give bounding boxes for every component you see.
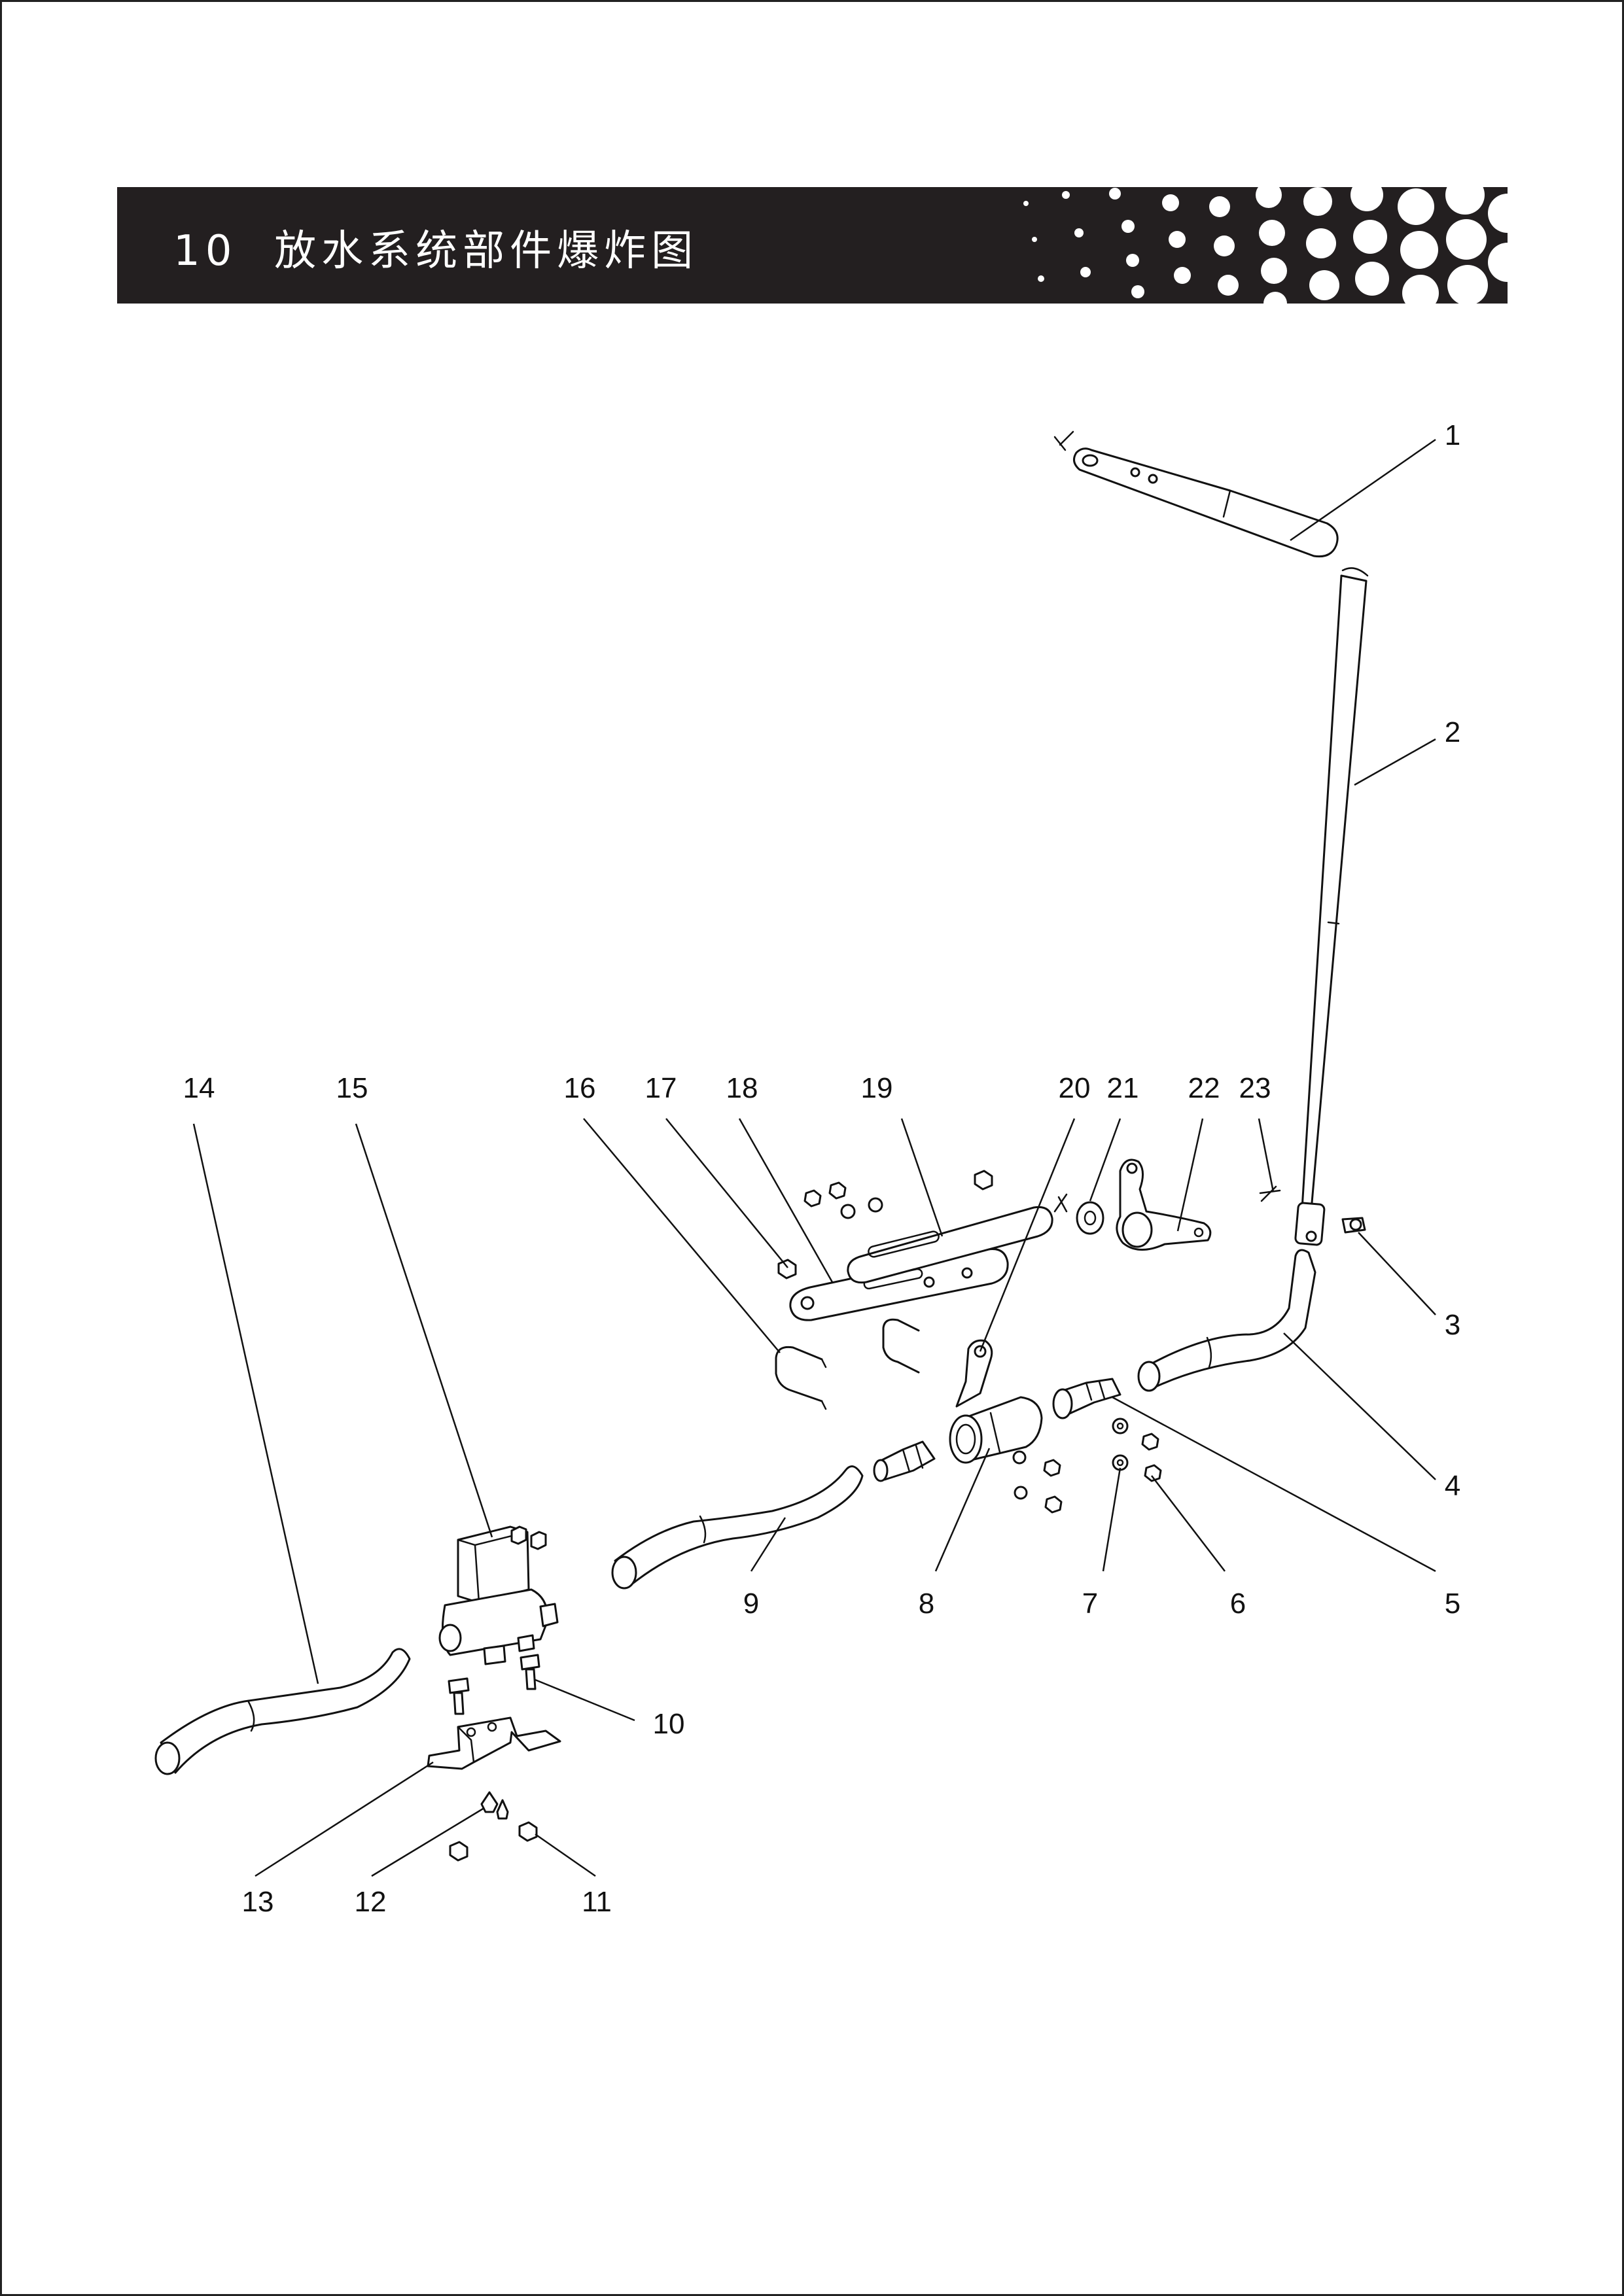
callout-22: 22 — [1188, 1072, 1220, 1104]
part-3-pin — [1341, 1217, 1366, 1234]
callout-8: 8 — [918, 1588, 935, 1620]
callout-12: 12 — [354, 1886, 387, 1918]
callout-15: 15 — [336, 1072, 368, 1104]
callout-11: 11 — [582, 1886, 612, 1918]
callout-9: 9 — [743, 1588, 760, 1620]
part-6-nuts — [1141, 1433, 1162, 1482]
callout-3: 3 — [1444, 1309, 1461, 1341]
callout-23: 23 — [1239, 1072, 1271, 1104]
part-15-solenoid-valve — [438, 1525, 559, 1665]
part-8-valve — [873, 1396, 1063, 1514]
part-14-hose — [154, 1648, 411, 1775]
part-11-nuts — [449, 1821, 538, 1862]
part-10-screws — [448, 1654, 540, 1715]
part-2-rod — [1294, 567, 1369, 1246]
callout-21: 21 — [1106, 1072, 1139, 1104]
callout-19: 19 — [860, 1072, 893, 1104]
part-18-19-link-plates — [777, 1170, 1053, 1321]
part-5-fitting — [1052, 1378, 1121, 1419]
part-4-hose — [1137, 1249, 1316, 1392]
callout-2: 2 — [1444, 716, 1461, 748]
callout-17: 17 — [644, 1072, 677, 1104]
halftone-dots-decoration — [1023, 187, 1508, 304]
callout-16: 16 — [563, 1072, 596, 1104]
callout-7: 7 — [1082, 1588, 1099, 1620]
callout-20: 20 — [1058, 1072, 1091, 1104]
callout-1: 1 — [1444, 419, 1461, 451]
part-16-u-bolt — [775, 1318, 920, 1410]
part-20-bracket — [955, 1339, 993, 1408]
section-title: 10 放水系统部件爆炸图 — [173, 227, 699, 275]
callout-18: 18 — [726, 1072, 758, 1104]
part-9-hose — [611, 1465, 864, 1590]
callout-4: 4 — [1444, 1470, 1461, 1502]
callout-14: 14 — [183, 1072, 215, 1104]
section-header-bar: 10 放水系统部件爆炸图 — [117, 187, 1508, 304]
callout-6: 6 — [1229, 1588, 1246, 1620]
part-21-22-23-lever — [1053, 1158, 1281, 1251]
part-1-handle — [1053, 430, 1339, 558]
callout-10: 10 — [652, 1708, 685, 1740]
part-13-bracket — [427, 1716, 561, 1770]
part-12-screws — [480, 1791, 509, 1820]
callout-13: 13 — [241, 1886, 274, 1918]
leader-lines — [192, 438, 1436, 1877]
callout-5: 5 — [1444, 1588, 1461, 1620]
part-7-washers — [1112, 1418, 1129, 1471]
